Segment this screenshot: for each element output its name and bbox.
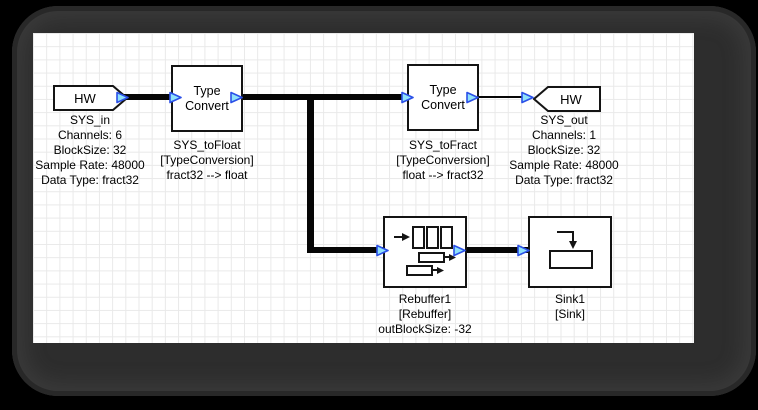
tofloat-type: [TypeConversion] <box>160 153 254 167</box>
hw-in-title: HW <box>74 91 96 106</box>
tofract-detail: float --> fract32 <box>402 168 484 182</box>
sink1-type: [Sink] <box>554 307 585 321</box>
port-tofloat-input[interactable] <box>169 91 182 104</box>
port-rebuffer-input[interactable] <box>376 244 389 257</box>
wire-sysin-to-tofloat[interactable] <box>123 94 173 100</box>
rebuffer-icon <box>394 226 456 276</box>
sys-in-prop-channels: Channels: 6 <box>57 128 123 142</box>
labels-sys-in: SYS_in Channels: 6 BlockSize: 32 Sample … <box>30 113 150 188</box>
tofract-name: SYS_toFract <box>408 138 478 152</box>
wire-branch-vertical[interactable] <box>307 94 314 253</box>
sys-in-prop-datatype: Data Type: fract32 <box>41 173 139 187</box>
block-rebuffer1[interactable] <box>383 216 467 288</box>
hw-out-title: HW <box>560 92 582 107</box>
labels-sys-tofloat: SYS_toFloat [TypeConversion] fract32 -->… <box>142 138 272 183</box>
rebuffer1-name: Rebuffer1 <box>398 292 452 306</box>
tofloat-name: SYS_toFloat <box>173 138 241 152</box>
hw-out-shape[interactable] <box>533 86 601 112</box>
sink-icon <box>549 231 593 269</box>
sys-in-prop-samplerate: Sample Rate: 48000 <box>35 158 145 172</box>
sys-out-prop-samplerate: Sample Rate: 48000 <box>509 158 619 172</box>
sink1-name: Sink1 <box>554 292 586 306</box>
block-sys-tofloat[interactable]: Type Convert <box>171 65 243 132</box>
wire-branch-to-rebuffer[interactable] <box>307 247 385 253</box>
labels-rebuffer1: Rebuffer1 [Rebuffer] outBlockSize: -32 <box>360 292 490 337</box>
sys-out-prop-channels: Channels: 1 <box>531 128 597 142</box>
port-tofract-output[interactable] <box>466 91 479 104</box>
hw-in-shape[interactable] <box>53 85 129 111</box>
wire-tofract-to-sysout[interactable] <box>479 96 524 98</box>
diagram-canvas[interactable]: HW SYS_in Channels: 6 BlockSize: 32 Samp… <box>33 33 694 343</box>
wire-tofloat-to-tofract[interactable] <box>243 94 408 100</box>
sys-out-name: SYS_out <box>540 113 588 127</box>
sys-in-prop-blocksize: BlockSize: 32 <box>53 143 127 157</box>
labels-sys-out: SYS_out Channels: 1 BlockSize: 32 Sample… <box>504 113 624 188</box>
block-sink1[interactable] <box>528 216 612 288</box>
tofloat-detail: fract32 --> float <box>166 168 248 182</box>
port-tofract-input[interactable] <box>401 91 414 104</box>
window-frame: HW SYS_in Channels: 6 BlockSize: 32 Samp… <box>12 6 756 396</box>
port-rebuffer-output[interactable] <box>453 244 466 257</box>
rebuffer1-type: [Rebuffer] <box>398 307 452 321</box>
wire-rebuffer-to-sink[interactable] <box>457 247 529 253</box>
tofract-type: [TypeConversion] <box>396 153 490 167</box>
sys-in-name: SYS_in <box>69 113 111 127</box>
sys-out-prop-datatype: Data Type: fract32 <box>515 173 613 187</box>
rebuffer1-detail: outBlockSize: -32 <box>378 322 472 336</box>
port-tofloat-output[interactable] <box>230 91 243 104</box>
labels-sys-tofract: SYS_toFract [TypeConversion] float --> f… <box>378 138 508 183</box>
tofract-title: Type Convert <box>421 82 465 112</box>
port-sink-input[interactable] <box>517 244 530 257</box>
port-sysout-input[interactable] <box>521 91 534 104</box>
port-sysin-output[interactable] <box>116 91 129 104</box>
labels-sink1: Sink1 [Sink] <box>510 292 630 322</box>
sys-out-prop-blocksize: BlockSize: 32 <box>527 143 601 157</box>
tofloat-title: Type Convert <box>185 83 229 113</box>
block-sys-in[interactable]: HW <box>53 85 129 111</box>
block-sys-out[interactable]: HW <box>533 86 601 112</box>
